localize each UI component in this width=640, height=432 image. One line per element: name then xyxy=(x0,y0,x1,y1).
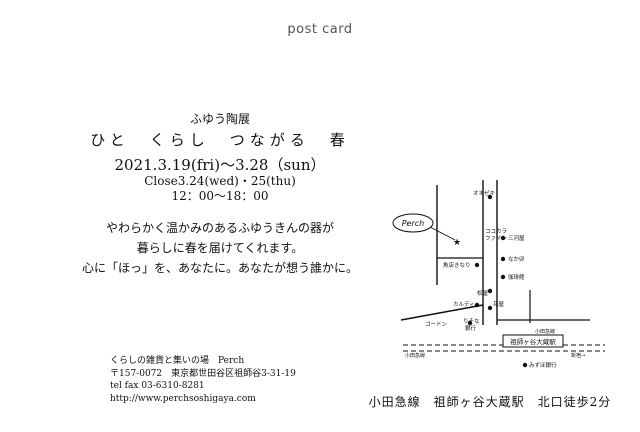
label-mizuho: みずほ銀行 xyxy=(529,361,557,369)
access-map: 祖師ヶ谷大蔵駅 小田急線 小田急線 新宿→ Perch ★ オオゼキ ココカラ … xyxy=(392,180,605,369)
label-kaldi: カルディ xyxy=(453,300,475,308)
label-matsuya: 松屋 xyxy=(477,289,489,297)
perch-balloon xyxy=(392,213,434,233)
exhibition-dates: 2021.3.19(fri)～3.28（sun） xyxy=(114,156,326,174)
description-line-1: やわらかく温かみのあるふゆうきんの器が xyxy=(105,221,334,235)
shop-url: http://www.perchsoshigaya.com xyxy=(110,393,256,404)
marker-oozeki xyxy=(487,194,493,200)
marker-coffee xyxy=(500,274,506,280)
opening-hours: 12：00～18：00 xyxy=(171,189,269,203)
label-kirari: 魚店きなり xyxy=(443,261,471,269)
closed-days: Close3.24(wed)・25(thu) xyxy=(144,174,296,188)
label-mikawaya: 三河屋 xyxy=(508,234,525,242)
description-line-2: 暮らしに春を届けてくれます。 xyxy=(136,241,304,255)
label-gordon: ゴードン xyxy=(425,320,448,328)
marker-mikawaya xyxy=(500,235,506,241)
access-directions: 小田急線 祖師ヶ谷大蔵駅 北口徒歩2分 xyxy=(368,395,612,409)
marker-kirari xyxy=(474,262,480,268)
shop-tel: tel fax 03-6310-8281 xyxy=(110,381,205,391)
marker-matsuya xyxy=(487,288,493,294)
marker-hanaya xyxy=(487,305,493,311)
label-cocokara-1: ココカラ xyxy=(485,228,507,235)
shinjuku-label: 新宿→ xyxy=(571,352,585,359)
label-hanaya: 花屋 xyxy=(493,300,505,308)
shop-address: 〒157-0072 東京都世田谷区祖師谷3-31-19 xyxy=(110,368,296,379)
odakyu-line-label: 小田急線 xyxy=(535,328,555,335)
road-diag xyxy=(400,304,484,321)
exhibition-title: ひと くらし つながる 春 xyxy=(90,131,350,149)
marker-resona xyxy=(467,320,473,326)
marker-mizuho xyxy=(522,362,528,368)
exhibition-subtitle: ふゆう陶展 xyxy=(189,112,250,126)
perch-pointer xyxy=(429,226,456,241)
perch-star-icon: ★ xyxy=(453,238,461,248)
exhibition-info: ふゆう陶展 ひと くらし つながる 春 2021.3.19(fri)～3.28（… xyxy=(70,110,370,278)
label-nakau: なか卯 xyxy=(508,255,525,263)
perch-label: Perch xyxy=(402,219,425,228)
shop-info: くらしの雑貨と集いの場 Perch 〒157-0072 東京都世田谷区祖師谷3-… xyxy=(110,355,340,405)
shop-name: くらしの雑貨と集いの場 Perch xyxy=(110,356,245,366)
label-coffee: 珈琲館 xyxy=(508,273,525,281)
station-box xyxy=(502,334,564,348)
marker-kaldi xyxy=(474,302,480,308)
odakyu-small-label: 小田急線 xyxy=(405,352,425,359)
label-oozeki: オオゼキ xyxy=(473,189,495,197)
label-resona-1: りそな xyxy=(463,318,480,325)
station-label: 祖師ヶ谷大蔵駅 xyxy=(510,337,556,346)
description-line-3: 心に「ほっ」を、あなたに。あなたが想う誰かに。 xyxy=(81,261,358,275)
label-resona-2: 銀行 xyxy=(465,324,477,332)
page-header-label: post card xyxy=(287,22,353,37)
marker-nakau xyxy=(500,256,506,262)
label-cocokara-2: ファイン xyxy=(485,235,508,242)
